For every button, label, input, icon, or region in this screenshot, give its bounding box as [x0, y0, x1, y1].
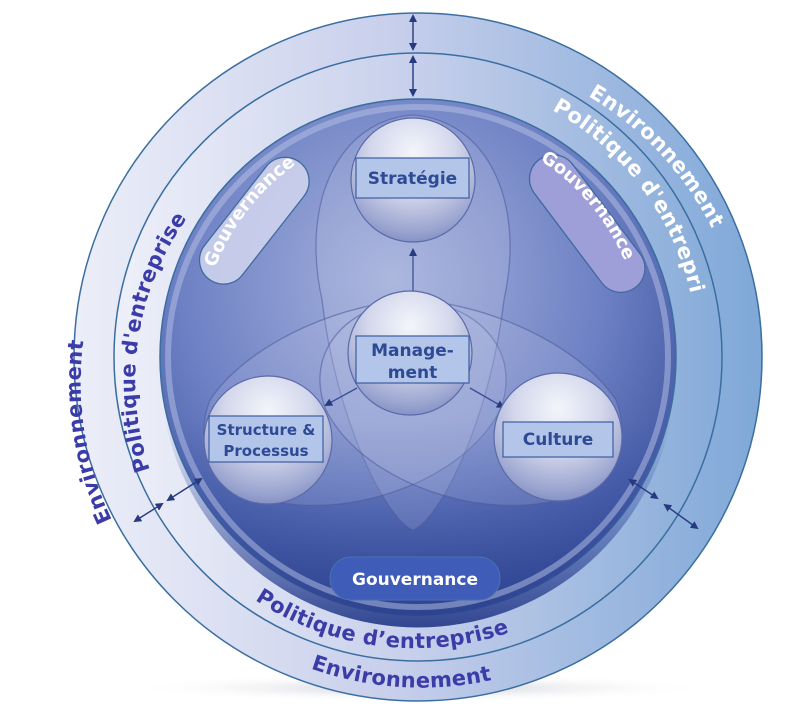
- node-structure[interactable]: Structure & Processus: [208, 415, 324, 463]
- node-culture-label: Culture: [523, 430, 594, 450]
- node-strategy[interactable]: Stratégie: [355, 157, 470, 199]
- arrow-outer-to-middle-left: [133, 502, 164, 523]
- node-management[interactable]: Manage- ment: [355, 335, 470, 384]
- governance-pill-top-right-shape: [528, 154, 646, 293]
- governance-label-bottom: Gouvernance: [352, 570, 478, 590]
- governance-pill-bottom[interactable]: Gouvernance: [329, 556, 501, 601]
- arrow-core-to-middle-right: [628, 478, 659, 500]
- node-management-label-line2: ment: [388, 363, 437, 383]
- node-culture-box: [502, 421, 614, 458]
- arrow-management-to-culture: [469, 387, 505, 408]
- node-structure-label-line1: Structure &: [217, 421, 316, 439]
- governance-pill-bottom-shape: [329, 556, 501, 601]
- node-structure-label-line2: Processus: [223, 442, 308, 460]
- governance-pill-top-left-shape: [198, 156, 310, 285]
- node-strategy-box: [355, 157, 470, 199]
- arrow-middle-to-outer-right: [663, 503, 699, 530]
- arrow-management-to-structure: [324, 387, 358, 406]
- node-management-label-line1: Manage-: [371, 341, 454, 361]
- node-management-box: [355, 335, 470, 384]
- node-structure-box: [208, 415, 324, 463]
- arrow-middle-to-core-left: [166, 477, 203, 502]
- core-gloss: [165, 104, 671, 610]
- node-strategy-label: Stratégie: [368, 169, 457, 189]
- node-culture[interactable]: Culture: [502, 421, 614, 458]
